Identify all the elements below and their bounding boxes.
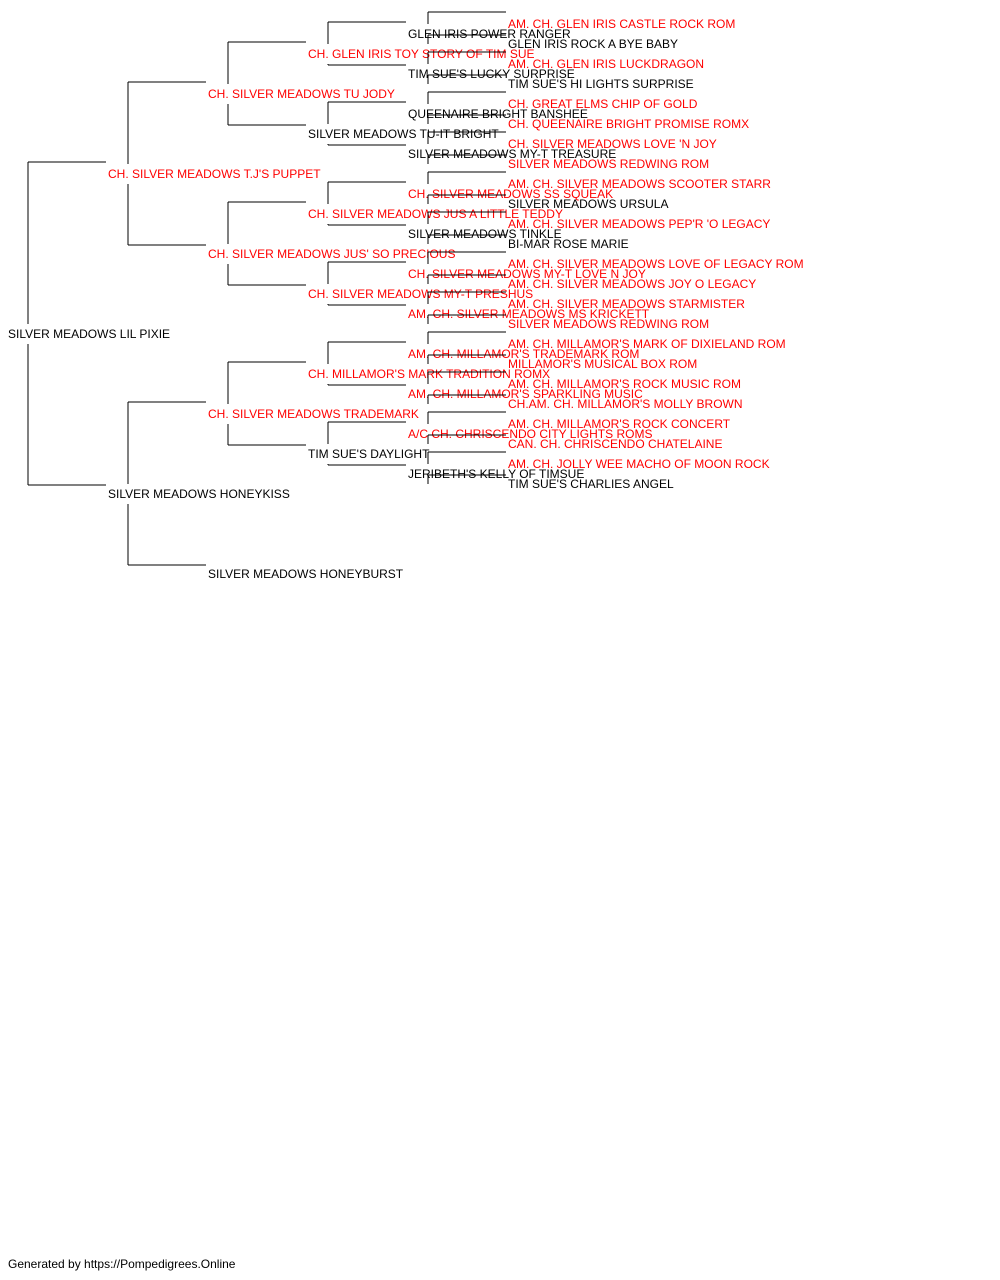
dog-name-can-ch-chriscendo-chatelaine: CAN. CH. CHRISCENDO CHATELAINE [508, 437, 722, 451]
dog-name-ch-silver-meadows-t-j-s-puppet: CH. SILVER MEADOWS T.J'S PUPPET [108, 167, 321, 181]
dog-name-silver-meadows-ursula: SILVER MEADOWS URSULA [508, 197, 668, 211]
dog-name-tim-sue-s-charlies-angel: TIM SUE'S CHARLIES ANGEL [508, 477, 674, 491]
dog-name-ch-silver-meadows-jus-so-precious: CH. SILVER MEADOWS JUS' SO PRECIOUS [208, 247, 455, 261]
dog-name-queenaire-bright-banshee: QUEENAIRE BRIGHT BANSHEE [408, 107, 588, 121]
dog-name-ch-millamor-s-mark-tradition-romx: CH. MILLAMOR'S MARK TRADITION ROMX [308, 367, 550, 381]
footer-credit: Generated by https://Pompedigrees.Online [8, 1257, 236, 1271]
dog-name-silver-meadows-honeyburst: SILVER MEADOWS HONEYBURST [208, 567, 404, 581]
dog-name-ch-silver-meadows-trademark: CH. SILVER MEADOWS TRADEMARK [208, 407, 419, 421]
dog-name-ch-silver-meadows-love-n-joy: CH. SILVER MEADOWS LOVE 'N JOY [508, 137, 717, 151]
dog-name-am-ch-silver-meadows-joy-o-legacy: AM. CH. SILVER MEADOWS JOY O LEGACY [508, 277, 756, 291]
dog-name-ch-glen-iris-toy-story-of-tim-sue: CH. GLEN IRIS TOY STORY OF TIM SUE [308, 47, 535, 61]
dog-name-silver-meadows-honeykiss: SILVER MEADOWS HONEYKISS [108, 487, 290, 501]
dog-name-am-ch-millamor-s-sparkling-music: AM. CH. MILLAMOR'S SPARKLING MUSIC [408, 387, 643, 401]
pedigree-tree: SILVER MEADOWS LIL PIXIE CH. SILVER MEADO… [8, 11, 804, 581]
dog-name-silver-meadows-tu-it-bright: SILVER MEADOWS TU-IT BRIGHT [308, 127, 499, 141]
dog-name-am-ch-silver-meadows-pep-r-o-legacy: AM. CH. SILVER MEADOWS PEP'R 'O LEGACY [508, 217, 770, 231]
dog-name-silver-meadows-my-t-treasure: SILVER MEADOWS MY-T TREASURE [408, 147, 616, 161]
dog-name-am-ch-millamor-s-mark-of-dixieland-rom: AM. CH. MILLAMOR'S MARK OF DIXIELAND ROM [508, 337, 786, 351]
dog-name-am-ch-silver-meadows-love-of-legacy-rom: AM. CH. SILVER MEADOWS LOVE OF LEGACY RO… [508, 257, 804, 271]
dog-name-am-ch-glen-iris-castle-rock-rom: AM. CH. GLEN IRIS CASTLE ROCK ROM [508, 17, 735, 31]
dog-name-ch-great-elms-chip-of-gold: CH. GREAT ELMS CHIP OF GOLD [508, 97, 698, 111]
dog-name-ch-silver-meadows-ss-squeak: CH. SILVER MEADOWS SS SQUEAK [408, 187, 613, 201]
dog-name-glen-iris-power-ranger: GLEN IRIS POWER RANGER [408, 27, 571, 41]
dog-name-ch-silver-meadows-my-t-preshus: CH. SILVER MEADOWS MY-T PRESHUS [308, 287, 533, 301]
dog-name-silver-meadows-redwing-rom: SILVER MEADOWS REDWING ROM [508, 317, 709, 331]
dog-name-silver-meadows-lil-pixie: SILVER MEADOWS LIL PIXIE [8, 327, 170, 341]
dog-name-ch-queenaire-bright-promise-romx: CH. QUEENAIRE BRIGHT PROMISE ROMX [508, 117, 749, 131]
dog-name-jeribeth-s-kelly-of-timsue: JERIBETH'S KELLY OF TIMSUE [408, 467, 584, 481]
dog-name-am-ch-jolly-wee-macho-of-moon-rock: AM. CH. JOLLY WEE MACHO OF MOON ROCK [508, 457, 770, 471]
dog-name-tim-sue-s-hi-lights-surprise: TIM SUE'S HI LIGHTS SURPRISE [508, 77, 694, 91]
dog-name-am-ch-millamor-s-rock-concert: AM. CH. MILLAMOR'S ROCK CONCERT [508, 417, 731, 431]
dog-name-ch-silver-meadows-jus-a-little-teddy: CH. SILVER MEADOWS JUS A LITTLE TEDDY [308, 207, 563, 221]
dog-name-ch-silver-meadows-tu-jody: CH. SILVER MEADOWS TU JODY [208, 87, 395, 101]
dog-name-am-ch-silver-meadows-ms-krickett: AM. CH. SILVER MEADOWS MS KRICKETT [408, 307, 650, 321]
dog-name-am-ch-millamor-s-trademark-rom: AM. CH. MILLAMOR'S TRADEMARK ROM [408, 347, 639, 361]
dog-name-millamor-s-musical-box-rom: MILLAMOR'S MUSICAL BOX ROM [508, 357, 697, 371]
dog-name-am-ch-silver-meadows-scooter-starr: AM. CH. SILVER MEADOWS SCOOTER STARR [508, 177, 771, 191]
dog-name-silver-meadows-tinkle: SILVER MEADOWS TINKLE [408, 227, 562, 241]
dog-name-a-c-ch-chriscendo-city-lights-roms: A/C CH. CHRISCENDO CITY LIGHTS ROMS [408, 427, 652, 441]
dog-name-glen-iris-rock-a-bye-baby: GLEN IRIS ROCK A BYE BABY [508, 37, 678, 51]
dog-name-am-ch-silver-meadows-starmister: AM. CH. SILVER MEADOWS STARMISTER [508, 297, 745, 311]
dog-name-tim-sue-s-lucky-surprise: TIM SUE'S LUCKY SURPRISE [408, 67, 575, 81]
dog-name-ch-silver-meadows-my-t-love-n-joy: CH. SILVER MEADOWS MY-T LOVE N JOY [408, 267, 646, 281]
dog-name-tim-sue-s-daylight: TIM SUE'S DAYLIGHT [308, 447, 430, 461]
dog-name-ch-am-ch-millamor-s-molly-brown: CH.AM. CH. MILLAMOR'S MOLLY BROWN [508, 397, 743, 411]
dog-name-am-ch-millamor-s-rock-music-rom: AM. CH. MILLAMOR'S ROCK MUSIC ROM [508, 377, 741, 391]
dog-name-bi-mar-rose-marie: BI-MAR ROSE MARIE [508, 237, 629, 251]
dog-name-am-ch-glen-iris-luckdragon: AM. CH. GLEN IRIS LUCKDRAGON [508, 57, 704, 71]
dog-name-silver-meadows-redwing-rom: SILVER MEADOWS REDWING ROM [508, 157, 709, 171]
